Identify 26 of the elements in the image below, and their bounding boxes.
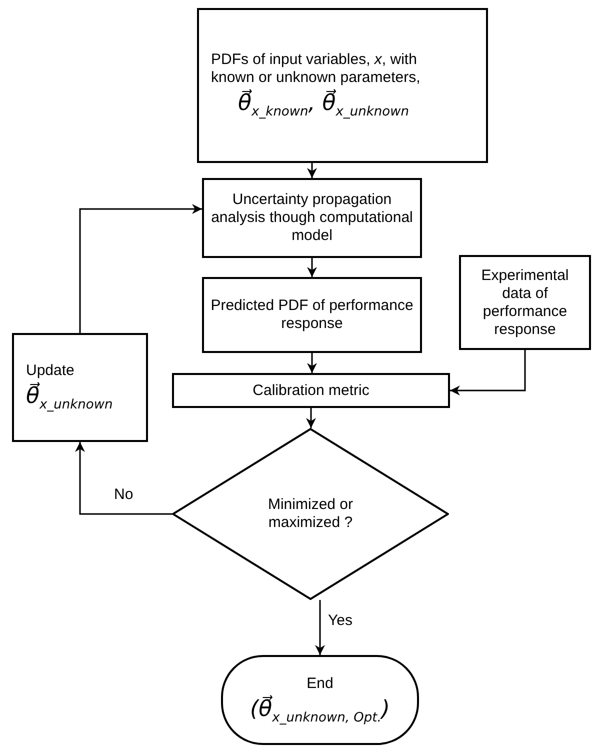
node-text: Experimental data of performance response xyxy=(480,266,570,338)
arrow xyxy=(450,350,526,396)
arrow xyxy=(306,408,316,428)
arrow xyxy=(307,258,317,277)
process-box xyxy=(197,8,488,163)
node-text: End xyxy=(306,674,334,692)
arrow xyxy=(75,442,172,515)
node-text: PDFs of input variables, x, with known or unknown parameters, xyxy=(211,51,422,87)
process-box xyxy=(202,277,422,353)
process-box xyxy=(172,373,450,408)
formula: θ⃗$_{x_unknown}$ xyxy=(26,384,113,413)
process-box xyxy=(202,178,422,258)
decision-diamond xyxy=(172,428,449,600)
process-box xyxy=(459,255,591,350)
formula: (θ⃗$_{x_unknown, Opt.}$) xyxy=(250,696,390,726)
node-text: Calibration metric xyxy=(252,382,370,400)
node-text: Update xyxy=(26,362,74,380)
process-box xyxy=(12,333,148,442)
decision-text: Minimized or maximized ? xyxy=(267,496,354,532)
formula: θ⃗$_{x_known}$, θ⃗$_{x_unknown}$ xyxy=(238,91,409,120)
arrow xyxy=(307,353,317,373)
arrow xyxy=(315,600,325,655)
node-text: Uncertainty propagation analysis though computational model xyxy=(210,191,414,245)
node-text: Predicted PDF of performance response xyxy=(210,297,414,333)
arrow xyxy=(79,204,202,333)
arrow xyxy=(307,163,317,178)
